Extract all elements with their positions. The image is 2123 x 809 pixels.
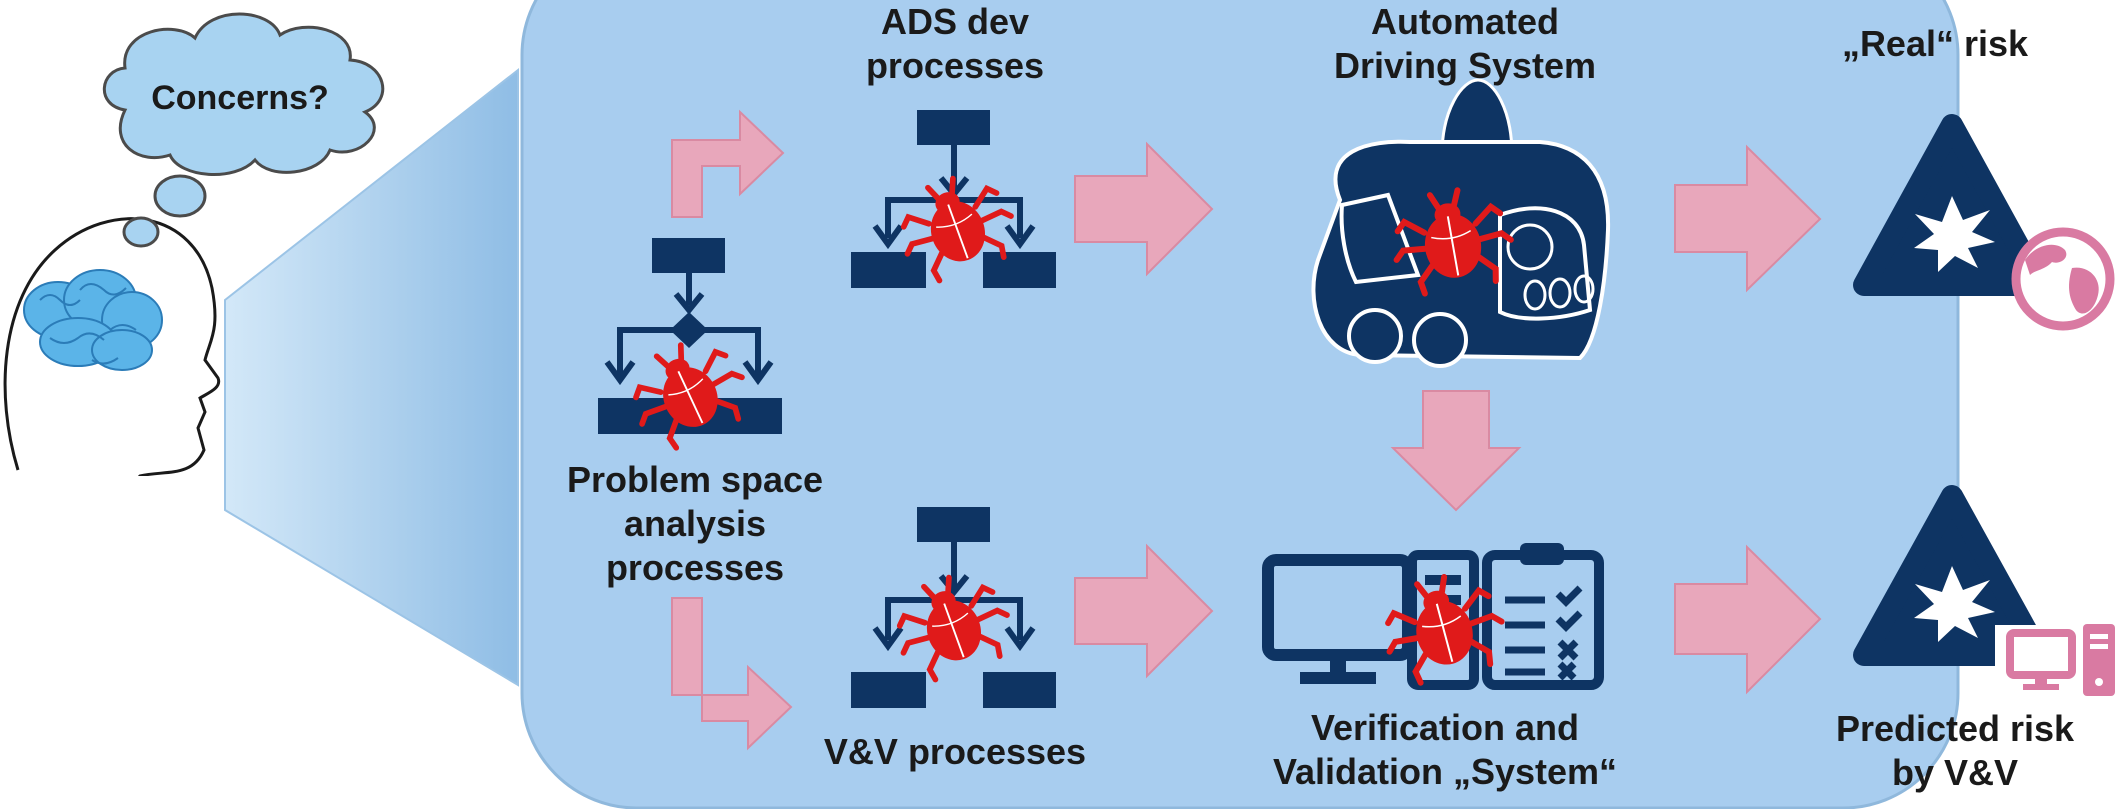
arrow-vv-to-predicted-risk [1674, 544, 1822, 695]
desktop-computer-icon [1995, 624, 2115, 696]
label-line: Predicted risk [1835, 708, 2075, 749]
globe-icon [2011, 227, 2115, 331]
hazard-warning-icon [1853, 485, 2051, 666]
zoom-wedge [224, 67, 519, 687]
label-problem-space-analysis: Problem space analysis processes [545, 458, 845, 590]
arrow-dev-to-ads [1074, 141, 1214, 277]
label-line: analysis [623, 503, 767, 544]
thought-bubble-text: Concerns? [151, 79, 329, 117]
arrow-ads-to-vvsystem [1390, 390, 1522, 512]
flow-arrows [671, 109, 1822, 751]
head-brain-icon [0, 217, 221, 488]
arrow-vv-to-vvsystem [1074, 543, 1214, 679]
label-line: Problem space [566, 459, 824, 500]
label-line: Verification and [1310, 707, 1580, 748]
label-ads-dev-processes: ADS dev processes [790, 0, 1120, 88]
label-line: Driving System [1333, 45, 1597, 86]
label-real-risk: „Real“ risk [1805, 22, 2065, 66]
label-line: Validation „System“ [1272, 751, 1618, 792]
label-vv-system: Verification and Validation „System“ [1235, 706, 1655, 794]
flowchart-icon [851, 507, 1056, 708]
label-line: processes [605, 547, 785, 588]
label-vv-processes: V&V processes [790, 730, 1120, 774]
label-line: processes [865, 45, 1045, 86]
label-line: ADS dev [880, 1, 1030, 42]
arrow-problem-to-dev [671, 109, 785, 218]
label-line: „Real“ risk [1841, 23, 2029, 64]
hazard-warning-icon [1853, 114, 2051, 296]
label-automated-driving-system: Automated Driving System [1275, 0, 1655, 88]
label-line: Automated [1371, 1, 1559, 42]
label-line: by V&V [1891, 752, 2019, 793]
arrow-ads-to-real-risk [1674, 144, 1822, 293]
thought-bubble-icon: Concerns? [102, 12, 385, 248]
arrow-problem-to-vv [671, 597, 793, 751]
label-predicted-risk: Predicted risk by V&V [1805, 707, 2105, 795]
label-line: V&V processes [823, 731, 1087, 772]
